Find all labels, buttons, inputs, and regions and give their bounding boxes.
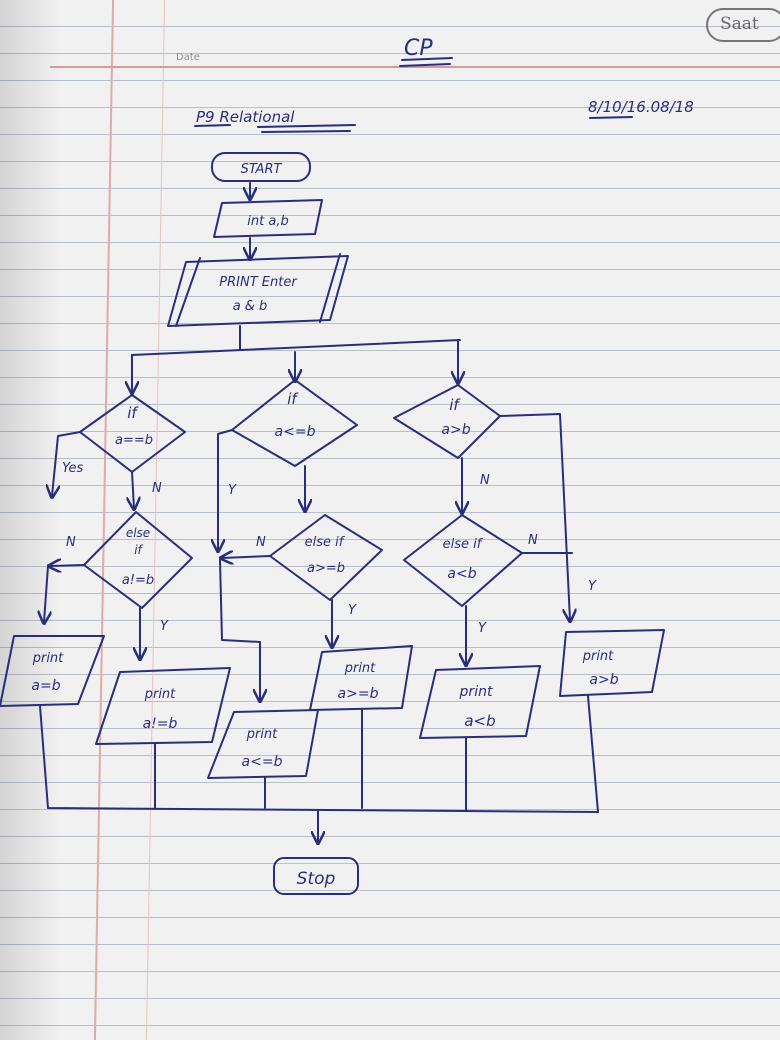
start-terminator bbox=[211, 152, 311, 182]
date-label: Date bbox=[176, 52, 200, 63]
declare-label: int a,b bbox=[247, 214, 288, 229]
output-3 bbox=[207, 709, 319, 779]
page-title: CP bbox=[404, 36, 433, 61]
out1-label-line1: print bbox=[32, 651, 64, 666]
out4-label-line2: a>=b bbox=[338, 686, 379, 702]
label-y-6: Y bbox=[478, 621, 487, 636]
out6-label-line2: a>b bbox=[589, 672, 618, 688]
decision-4 bbox=[83, 511, 193, 609]
out6-label-line1: print bbox=[582, 649, 614, 664]
start-label: START bbox=[241, 162, 283, 177]
label-n-3: N bbox=[480, 473, 490, 488]
label-n-5: N bbox=[256, 535, 266, 550]
out5-label-line1: print bbox=[459, 684, 493, 700]
stop-label: Stop bbox=[297, 869, 336, 889]
decision-5 bbox=[269, 514, 383, 601]
decision-6 bbox=[403, 514, 523, 607]
cond5-label-line2: a>=b bbox=[307, 561, 345, 576]
decision-3 bbox=[393, 384, 501, 459]
stop-terminator bbox=[273, 857, 359, 895]
output-6 bbox=[559, 629, 665, 697]
cond6-label-line2: a<b bbox=[447, 566, 476, 582]
out2-label-line2: a!=b bbox=[143, 716, 178, 732]
cond4-label-line3: a!=b bbox=[122, 573, 154, 588]
page-heading: P9 Relational bbox=[196, 108, 295, 126]
cond2-label-line2: a<=b bbox=[275, 424, 316, 440]
date-underline bbox=[589, 116, 633, 119]
written-date: 8/10/16.08/18 bbox=[588, 98, 694, 116]
cond4-label-line2: if bbox=[134, 543, 143, 557]
heading-underline bbox=[194, 124, 356, 133]
cond1-label-line2: a==b bbox=[115, 433, 153, 448]
cond3-label-line1: if bbox=[449, 396, 461, 414]
output-2 bbox=[95, 667, 231, 745]
branch-line bbox=[131, 339, 461, 356]
output-4 bbox=[309, 645, 413, 711]
label-y-4: Y bbox=[160, 619, 169, 634]
title-underline bbox=[399, 57, 453, 67]
prompt-label-line1: PRINT Enter bbox=[219, 275, 298, 290]
cond2-label-line1: if bbox=[287, 390, 299, 408]
label-y-3: Y bbox=[588, 579, 597, 594]
label-n-6: N bbox=[528, 533, 538, 548]
label-y-5: Y bbox=[348, 603, 357, 618]
label-y-2: Y bbox=[228, 483, 237, 498]
brand-logo: Saat bbox=[706, 8, 780, 42]
label-yes-1: Yes bbox=[62, 461, 84, 476]
cond4-label-line1: else bbox=[126, 526, 150, 540]
output-5 bbox=[419, 665, 541, 739]
out3-label-line2: a<=b bbox=[242, 754, 283, 770]
cond6-label-line1: else if bbox=[443, 537, 484, 552]
cond1-label-line1: if bbox=[127, 404, 139, 422]
declare-box bbox=[213, 199, 323, 238]
label-n-4: N bbox=[66, 535, 76, 550]
out2-label-line1: print bbox=[144, 687, 176, 702]
prompt-box bbox=[167, 255, 349, 327]
out4-label-line1: print bbox=[344, 661, 376, 676]
decision-2 bbox=[231, 379, 358, 467]
cond3-label-line2: a>b bbox=[441, 422, 470, 438]
cond5-label-line1: else if bbox=[305, 535, 346, 550]
out1-label-line2: a=b bbox=[31, 678, 60, 694]
out5-label-line2: a<b bbox=[464, 712, 495, 730]
prompt-label-line2: a & b bbox=[233, 299, 268, 314]
out3-label-line1: print bbox=[246, 727, 278, 742]
output-1 bbox=[0, 635, 105, 707]
label-n-1: N bbox=[152, 481, 162, 496]
header-rule bbox=[50, 66, 780, 68]
